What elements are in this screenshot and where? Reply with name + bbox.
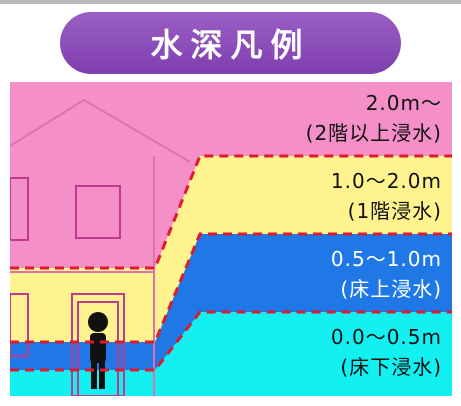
band-label-05m-1m: 0.5～1.0m (床上浸水) (182, 244, 442, 304)
boundary-05m (10, 310, 452, 372)
band-label-0m-05m: 0.0～0.5m (床下浸水) (182, 322, 442, 382)
band-range: 0.0～0.5m (330, 325, 442, 349)
band-range: 1.0～2.0m (330, 169, 442, 193)
legend-title-banner: 水深凡例 (60, 12, 401, 74)
band-note: (2階以上浸水) (305, 121, 442, 145)
band-label-2m-plus: 2.0m～ (2階以上浸水) (182, 88, 442, 148)
band-note: (床上浸水) (340, 277, 442, 301)
boundary-lines (10, 154, 452, 372)
door-frame (71, 293, 125, 396)
band-label-1m-2m: 1.0～2.0m (1階浸水) (182, 166, 442, 226)
house-roof (10, 98, 191, 163)
water-depth-legend: 2.0m～ (2階以上浸水) 1.0～2.0m (1階浸水) 0.5～1.0m … (10, 82, 452, 396)
window-lower-left (10, 293, 29, 357)
window-upper-left (10, 177, 29, 241)
band-range: 0.5～1.0m (330, 247, 442, 271)
house-windows (10, 177, 125, 396)
house-outline (10, 98, 191, 396)
band-note: (床下浸水) (340, 355, 442, 379)
boundary-1m (10, 232, 452, 344)
band-0m-05m (10, 312, 452, 396)
band-note: (1階浸水) (347, 199, 442, 223)
boundary-2m (10, 154, 452, 270)
top-rule (0, 0, 461, 4)
door-inner (77, 301, 119, 396)
legend-title: 水深凡例 (150, 26, 311, 64)
band-range: 2.0m～ (365, 91, 442, 115)
window-upper-right (75, 185, 121, 239)
legend-illustration (10, 82, 452, 396)
